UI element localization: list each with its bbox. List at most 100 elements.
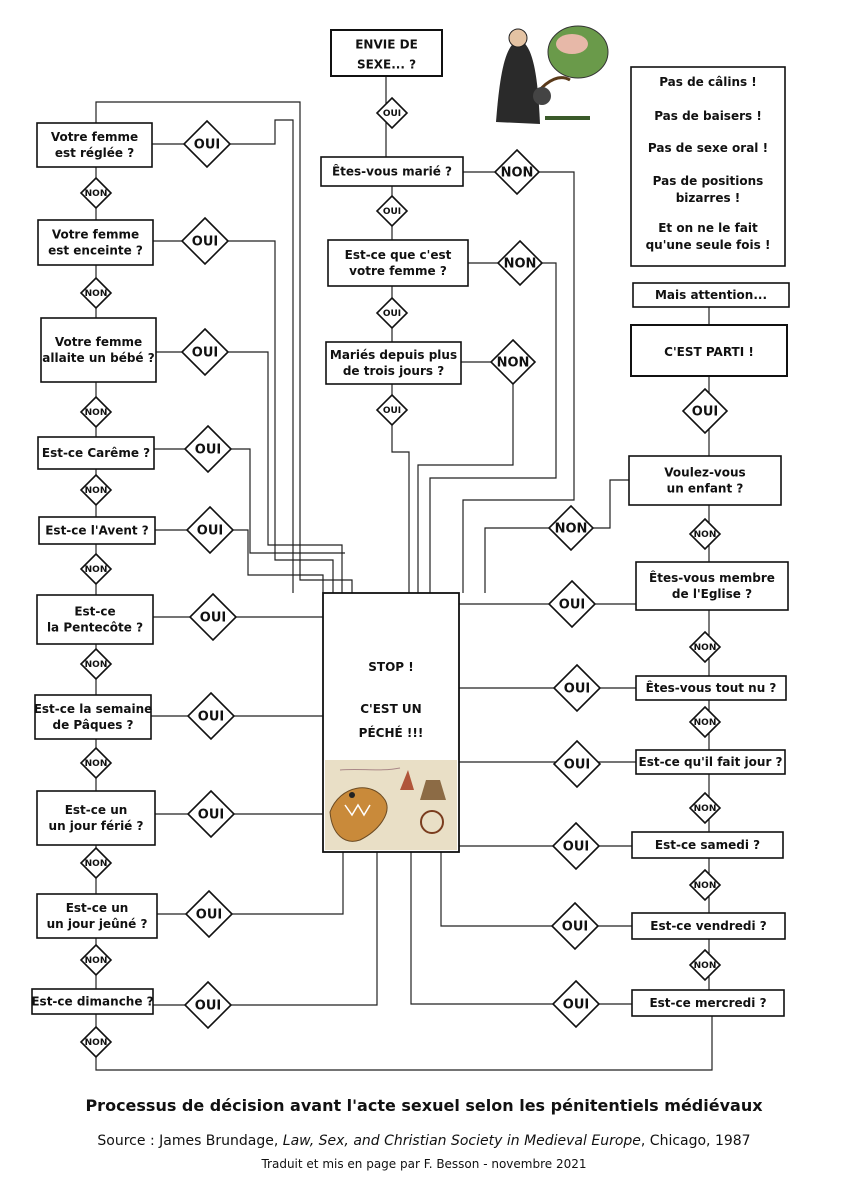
left-non-7: NON [79, 746, 113, 780]
right-oui-4: OUI [552, 739, 602, 789]
attention-box-text: Mais attention... [655, 288, 767, 302]
left-non-8-shape [79, 846, 113, 880]
right-oui-7-shape [551, 979, 601, 1029]
left-oui-8-label: OUI [198, 808, 224, 823]
left-question-9-text: un jour jeûné ? [47, 917, 148, 931]
left-question-5: Est-ce l'Avent ? [38, 516, 156, 545]
illustrations [496, 25, 609, 124]
left-non-1: NON [79, 176, 113, 210]
stop-box-text: C'EST UN [360, 702, 421, 716]
right-non-7-label: NON [694, 961, 717, 971]
right-oui-3-label: OUI [564, 682, 590, 697]
left-non-6: NON [79, 647, 113, 681]
center-oui-3-label: OUI [383, 309, 401, 319]
left-non-3-label: NON [85, 408, 108, 418]
center-oui-4: OUI [375, 393, 409, 427]
edge-reglee-oui [152, 119, 294, 593]
rules-box-text: qu'une seule fois ! [646, 238, 771, 252]
monk-head [508, 28, 528, 48]
left-oui-6-label: OUI [200, 611, 226, 626]
right-non-7: NON [688, 948, 722, 982]
left-question-3-frame [40, 317, 157, 383]
source-prefix: Source : James Brundage, [97, 1133, 283, 1149]
right-oui-2-label: OUI [559, 598, 585, 613]
rules-box-text: Pas de baisers ! [654, 109, 762, 123]
right-question-6: Est-ce vendredi ? [631, 912, 786, 940]
right-non-3-label: NON [694, 643, 717, 653]
left-non-5: NON [79, 552, 113, 586]
right-oui-4-label: OUI [564, 758, 590, 773]
left-non-10-shape [79, 1025, 113, 1059]
left-question-8-text: un jour férié ? [49, 819, 144, 833]
monk-robe [496, 40, 540, 124]
left-question-6-frame [36, 594, 154, 645]
right-oui-5-label: OUI [563, 840, 589, 855]
left-oui-9: OUI [184, 889, 234, 939]
left-question-2-text: est enceinte ? [48, 244, 143, 258]
left-question-1-frame [36, 122, 153, 168]
cest-parti-box-frame [630, 324, 788, 377]
cart-wheel [420, 810, 444, 834]
flowchart-connectors [95, 76, 713, 1071]
edge-jeune-oui [157, 852, 344, 915]
rules-box-text: bizarres ! [676, 191, 741, 205]
left-non-10: NON [79, 1025, 113, 1059]
right-non-4-shape [688, 705, 722, 739]
edge-allaite-oui [156, 351, 343, 593]
left-oui-8-shape [186, 789, 236, 839]
left-oui-1: OUI [182, 119, 232, 169]
left-non-4-shape [79, 473, 113, 507]
right-question-3-text: Êtes-vous tout nu ? [646, 680, 777, 695]
right-question-2-text: de l'Eglise ? [672, 587, 752, 601]
right-non-enfant: NON [547, 504, 595, 552]
right-non-5-label: NON [694, 804, 717, 814]
center-oui-4-shape [375, 393, 409, 427]
right-non-7-shape [688, 948, 722, 982]
right-oui-5: OUI [551, 821, 601, 871]
right-question-2-frame [635, 561, 789, 611]
center-question-3-text: de trois jours ? [343, 364, 444, 378]
center-non-2-label: NON [504, 257, 537, 272]
monster-teeth [344, 803, 371, 817]
translation-credit: Traduit et mis en page par F. Besson - n… [261, 1157, 587, 1171]
left-question-2-frame [37, 219, 154, 266]
left-oui-2-label: OUI [192, 235, 218, 250]
left-question-5-frame [38, 516, 156, 545]
right-question-5-frame [631, 831, 784, 859]
left-non-6-shape [79, 647, 113, 681]
stop-box-text: PÉCHÉ !!! [359, 725, 424, 740]
start-box-text: ENVIE DE [355, 37, 418, 51]
left-question-4-text: Est-ce Carême ? [42, 446, 150, 460]
left-non-2-shape [79, 276, 113, 310]
center-question-2-text: Est-ce que c'est [345, 248, 452, 262]
right-question-5: Est-ce samedi ? [631, 831, 784, 859]
right-non-enfant-shape [547, 504, 595, 552]
center-non-3-label: NON [497, 356, 530, 371]
right-question-6-text: Est-ce vendredi ? [650, 919, 767, 933]
page-title: Processus de décision avant l'acte sexue… [85, 1096, 763, 1115]
right-question-1-frame [628, 455, 782, 506]
left-oui-7-shape [186, 691, 236, 741]
center-non-3: NON [489, 338, 537, 386]
right-question-1-text: un enfant ? [667, 482, 744, 496]
left-question-9-text: Est-ce un [66, 901, 129, 915]
left-non-1-shape [79, 176, 113, 210]
right-question-3-frame [635, 675, 787, 701]
right-non-2: NON [688, 517, 722, 551]
left-question-3-text: Votre femme [55, 335, 142, 349]
attention-box-frame [632, 282, 790, 308]
left-question-3-text: allaite un bébé ? [42, 351, 154, 365]
left-question-1-text: Votre femme [51, 130, 138, 144]
left-non-9: NON [79, 943, 113, 977]
edge-enceinte-oui [153, 240, 334, 593]
right-non-3-shape [688, 630, 722, 664]
cest-parti-box: C'EST PARTI ! [630, 324, 788, 377]
